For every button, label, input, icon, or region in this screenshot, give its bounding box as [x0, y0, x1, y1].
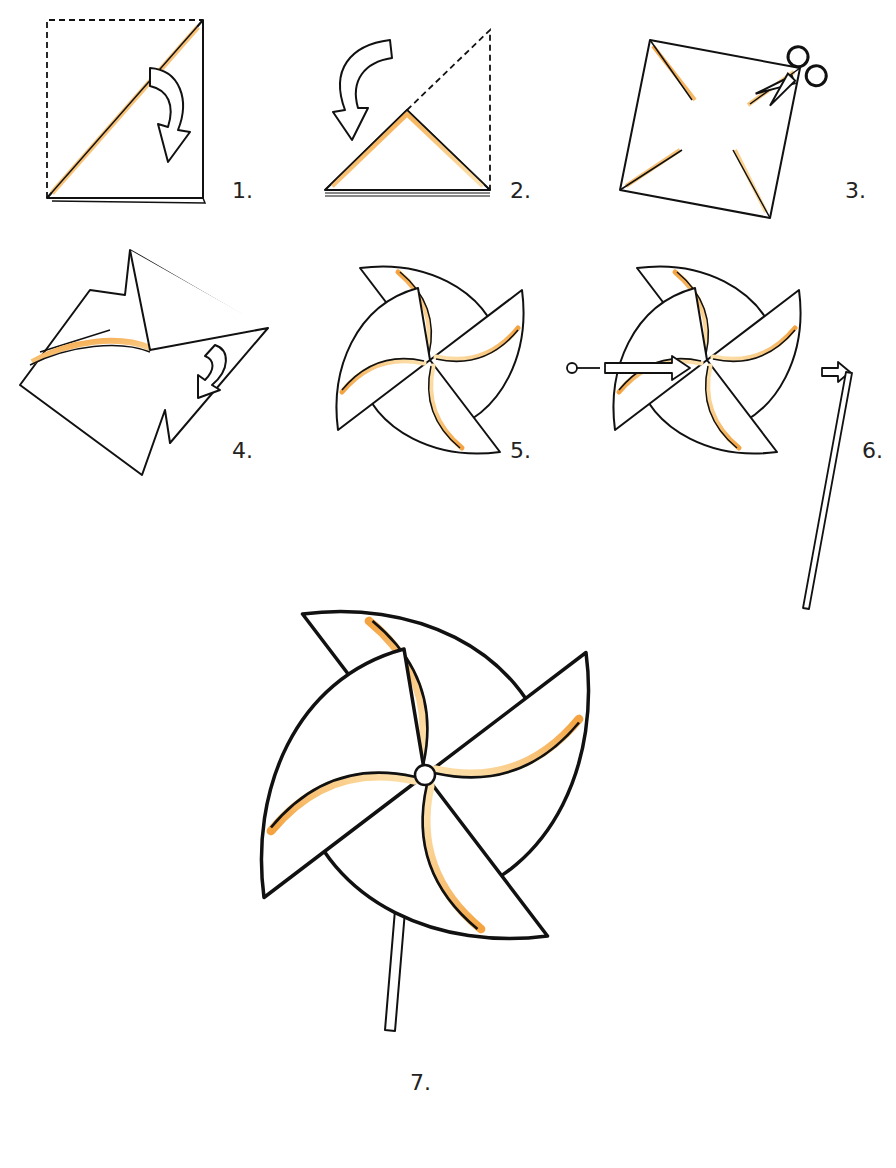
step-number: 4. — [232, 440, 253, 462]
step-number: 5. — [510, 440, 531, 462]
step-two-fold — [325, 30, 490, 196]
finished-pinwheel — [261, 611, 588, 1031]
step-four-fold-corners — [20, 250, 268, 475]
pinwheel-shaped — [337, 267, 524, 454]
step-three-cut — [620, 40, 830, 218]
step-number: 2. — [510, 180, 531, 202]
step-number: 6. — [862, 440, 883, 462]
pinwheel-with-pin-and-stick — [567, 267, 852, 609]
step-number: 7. — [410, 1072, 431, 1094]
step-one-fold — [47, 20, 205, 203]
step-number: 3. — [845, 180, 866, 202]
step-number: 1. — [232, 180, 253, 202]
